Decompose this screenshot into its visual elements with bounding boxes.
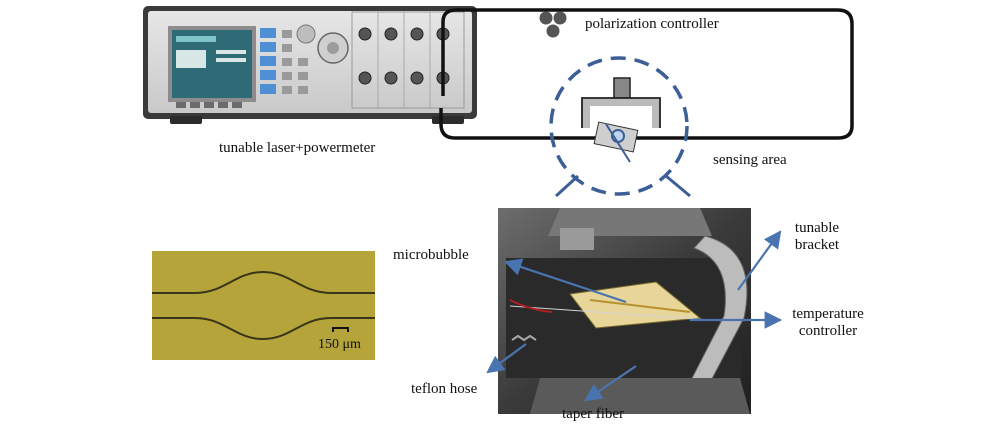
scale-bar-label: 150 μm [318,337,361,352]
tunable-bracket-line-2: bracket [794,237,840,254]
arrow-teflon [486,343,527,374]
arrow-taper [584,365,637,402]
teflon-hose-label: teflon hose [411,381,478,397]
sensing-area-label: sensing area [713,152,787,168]
polarization-controller-label: polarization controller [585,16,719,32]
laser-instrument [143,6,477,124]
microbubble-label: microbubble [393,247,469,263]
taper-fiber-label: taper fiber [562,406,625,422]
annotation-arrows [486,230,783,402]
setup-photo [498,208,751,414]
tunable-bracket-line-1: tunable [794,220,840,236]
scale-bar [332,327,349,332]
arrow-microbubble [503,258,627,304]
arrow-bracket [737,230,782,291]
sensing-area [549,56,691,198]
laser-label: tunable laser+powermeter [219,140,376,156]
fiber-loop [439,8,854,140]
temperature-controller-line-2: controller [798,323,858,340]
microbubble-micrograph [152,251,375,360]
three-paddle-icon [539,11,567,38]
temperature-controller-line-1: temperature [792,306,864,322]
tunable-bracket-label: tunable bracket [778,220,856,255]
temperature-controller-label: temperature controller [780,306,876,341]
